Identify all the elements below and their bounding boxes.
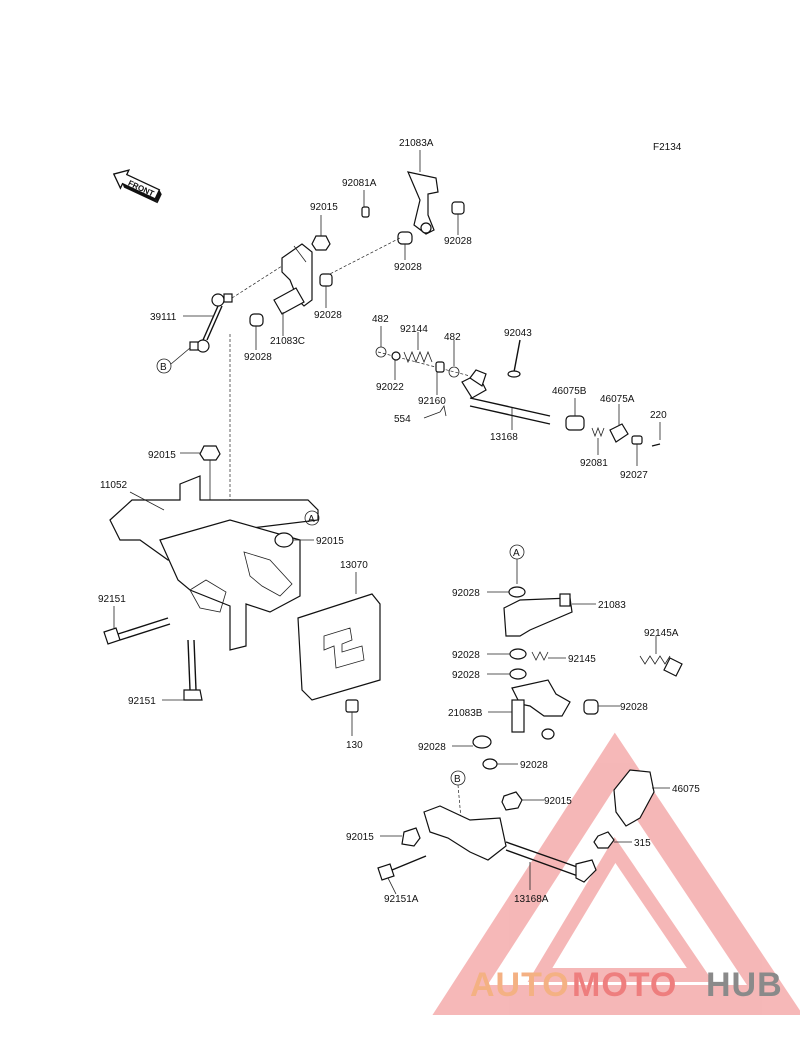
label-39111: 39111	[150, 312, 177, 323]
label-92028-h: 92028	[620, 702, 648, 713]
label-13168A: 13168A	[514, 894, 549, 905]
front-arrow-icon: FRONT	[112, 169, 162, 204]
label-130: 130	[346, 740, 363, 751]
label-13070: 13070	[340, 560, 368, 571]
label-21083C: 21083C	[270, 336, 305, 347]
label-92028-d: 92028	[244, 352, 272, 363]
part-labels: 21083A 92081A 92015 92028 92028 92028 39…	[98, 138, 700, 905]
ref-marker-a-bottom: A	[513, 548, 520, 559]
label-220: 220	[650, 410, 667, 421]
label-92151-b: 92151	[128, 696, 156, 707]
label-92043: 92043	[504, 328, 532, 339]
ref-marker-b-bottom: B	[454, 774, 461, 785]
label-92151-a: 92151	[98, 594, 126, 605]
label-92028-b: 92028	[394, 262, 422, 273]
label-92015-b: 92015	[544, 796, 572, 807]
label-92028-g: 92028	[452, 670, 480, 681]
watermark-moto: MOTO	[572, 966, 677, 1004]
label-92081: 92081	[580, 458, 608, 469]
label-92028-e: 92028	[452, 588, 480, 599]
bracket-group: A	[103, 334, 381, 736]
label-92145A: 92145A	[644, 628, 679, 639]
label-46075: 46075	[672, 784, 700, 795]
label-482-b: 482	[444, 332, 461, 343]
label-92028-c: 92028	[314, 310, 342, 321]
watermark-logo	[432, 732, 800, 1015]
label-92144: 92144	[400, 324, 428, 335]
label-21083: 21083	[598, 600, 626, 611]
watermark-text: AUTO MOTO HUB	[470, 966, 783, 1004]
label-92028-a: 92028	[444, 236, 472, 247]
label-92022: 92022	[376, 382, 404, 393]
label-46075B: 46075B	[552, 386, 587, 397]
label-92015-top: 92015	[310, 202, 338, 213]
ref-marker-b: B	[160, 362, 167, 373]
label-92151A: 92151A	[384, 894, 419, 905]
label-92027: 92027	[620, 470, 648, 481]
label-11052: 11052	[100, 480, 128, 491]
upper-linkage-group: B	[156, 150, 465, 374]
watermark-auto: AUTO	[470, 966, 570, 1004]
label-13168: 13168	[490, 432, 518, 443]
label-92015-c: 92015	[346, 832, 374, 843]
label-21083A: 21083A	[399, 138, 434, 149]
upper-shaft-group	[375, 326, 661, 466]
label-315: 315	[634, 838, 651, 849]
label-554: 554	[394, 414, 411, 425]
label-46075A: 46075A	[600, 394, 635, 405]
label-482-a: 482	[372, 314, 389, 325]
label-92160: 92160	[418, 396, 446, 407]
label-92145: 92145	[568, 654, 596, 665]
label-21083B: 21083B	[448, 708, 483, 719]
label-92081A: 92081A	[342, 178, 377, 189]
label-92015-a: 92015	[316, 536, 344, 547]
label-92028-j: 92028	[520, 760, 548, 771]
label-92028-f: 92028	[452, 650, 480, 661]
watermark-hub: HUB	[706, 966, 783, 1004]
diagram-code: F2134	[653, 142, 682, 153]
label-92015-mid: 92015	[148, 450, 176, 461]
label-92028-i: 92028	[418, 742, 446, 753]
lower-pedal-group: A B	[377, 544, 683, 895]
ref-marker-a-top: A	[308, 514, 315, 525]
